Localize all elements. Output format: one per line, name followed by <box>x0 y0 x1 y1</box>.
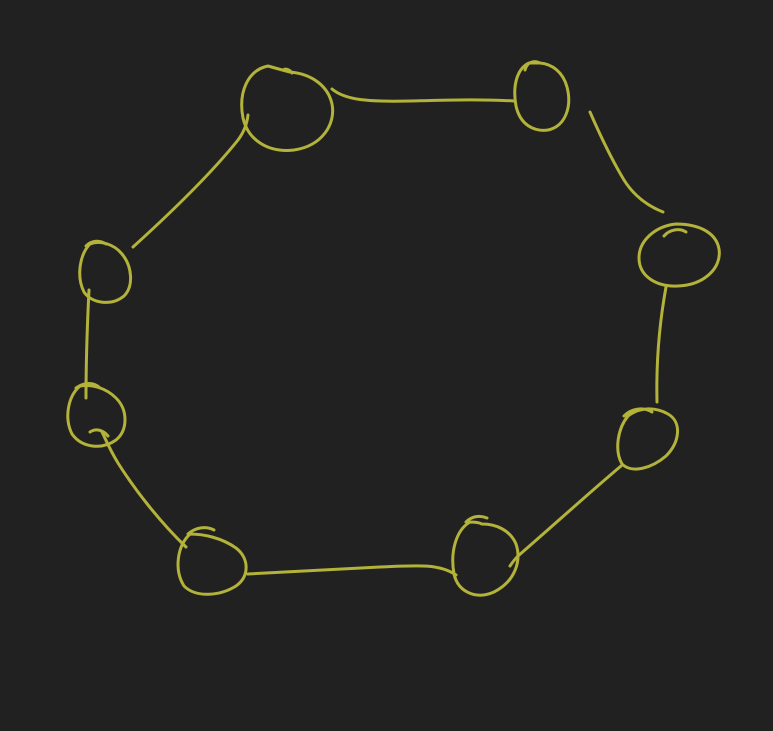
edge-n4-n5 <box>508 464 623 568</box>
edge-n8-n1 <box>131 113 250 249</box>
node-n3 <box>637 222 721 288</box>
nodes-layer <box>66 60 721 597</box>
node-n4 <box>616 407 679 471</box>
edge-n6-n7 <box>100 430 188 549</box>
edge-n3-n4 <box>655 285 668 404</box>
edge-n1-n2 <box>330 87 516 103</box>
node-n8 <box>78 239 132 304</box>
edges-layer <box>84 87 668 577</box>
node-n6 <box>176 526 248 596</box>
node-n5 <box>451 514 520 597</box>
node-n2 <box>513 60 571 132</box>
edge-n2-n3 <box>588 110 665 214</box>
edge-n5-n6 <box>246 564 458 577</box>
node-n1 <box>240 64 335 152</box>
node-n7 <box>66 382 127 448</box>
edge-n7-n8 <box>84 288 91 400</box>
